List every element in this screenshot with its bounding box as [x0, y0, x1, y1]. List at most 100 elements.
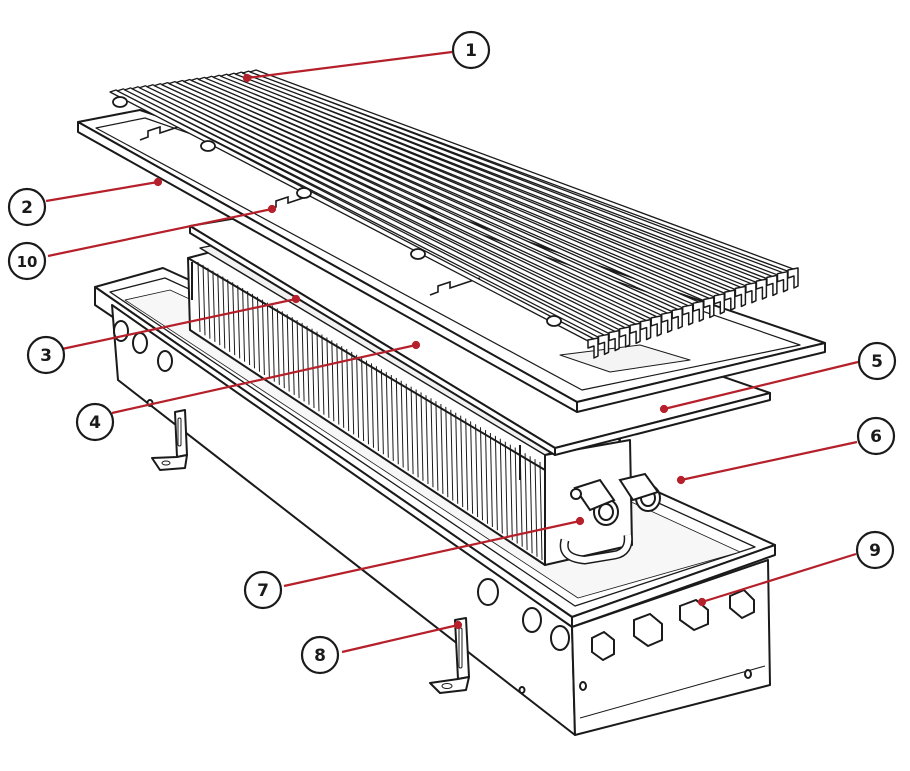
callout-1: 1	[451, 30, 491, 70]
fin-line	[465, 418, 469, 511]
callout-3-label: 3	[40, 346, 52, 366]
fin-line	[494, 435, 498, 531]
callout-2-label: 2	[21, 198, 33, 218]
fin-line	[420, 392, 424, 481]
fin-line	[341, 346, 345, 428]
callout-6: 6	[856, 416, 896, 456]
fin-line	[430, 398, 434, 488]
fin-line	[470, 421, 474, 514]
callout-3: 3	[26, 335, 66, 375]
fin-line	[499, 438, 503, 534]
fin-line	[534, 459, 538, 557]
fin-line	[400, 380, 404, 468]
fin-line	[291, 317, 295, 395]
pipe-connections	[559, 472, 661, 565]
fin-line	[415, 389, 419, 478]
heat-exchanger-fins	[197, 261, 543, 561]
fin-line	[460, 415, 464, 508]
fin-line	[301, 322, 305, 402]
fin-line	[227, 279, 231, 352]
fin-line	[514, 447, 518, 544]
callout-8: 8	[300, 635, 340, 675]
fin-line	[445, 406, 449, 498]
fin-line	[257, 296, 260, 372]
fin-line	[485, 430, 488, 524]
fin-line	[321, 334, 325, 415]
grille-slat-end	[787, 267, 799, 289]
fin-line	[435, 401, 439, 491]
fin-line	[509, 444, 513, 541]
fin-line	[222, 276, 226, 349]
mounting-bracket-right	[429, 617, 470, 694]
fin-line	[237, 285, 241, 359]
callout-7-label: 7	[257, 581, 269, 601]
fin-line	[316, 331, 320, 412]
callout-4-label: 4	[89, 413, 101, 433]
fin-line	[217, 273, 221, 346]
fin-line	[271, 305, 275, 382]
fin-line	[504, 441, 508, 537]
fin-line	[450, 409, 454, 501]
fin-line	[440, 403, 444, 494]
fin-line	[361, 357, 365, 442]
fin-line	[351, 351, 355, 435]
fin-line	[539, 461, 543, 561]
fin-line	[375, 366, 379, 452]
callout-10: 10	[7, 241, 47, 281]
fin-line	[405, 383, 409, 471]
fin-line	[247, 290, 251, 366]
fin-line	[385, 372, 389, 458]
leader-lines	[45, 50, 859, 654]
callout-4: 4	[75, 402, 115, 442]
fin-line	[425, 395, 429, 485]
fin-line	[331, 340, 335, 422]
fin-line	[489, 432, 493, 528]
callout-8-label: 8	[314, 646, 326, 666]
fin-line	[356, 354, 360, 438]
casing-knockout-holes	[113, 320, 755, 694]
fin-line	[346, 348, 350, 432]
fin-line	[410, 386, 414, 475]
fin-line	[529, 456, 533, 554]
fin-line	[480, 427, 483, 521]
fin-line	[261, 299, 265, 376]
grille-slat-end	[724, 289, 736, 311]
fin-line	[371, 363, 374, 448]
fin-line	[207, 267, 211, 339]
callout-5: 5	[857, 341, 897, 381]
callout-2: 2	[7, 187, 47, 227]
callout-6-label: 6	[870, 427, 882, 447]
fin-line	[202, 264, 206, 336]
fin-line	[475, 424, 479, 518]
fin-line	[380, 369, 384, 455]
callout-9: 9	[855, 530, 895, 570]
fin-line	[242, 288, 246, 362]
fin-line	[519, 450, 523, 547]
fin-line	[366, 360, 369, 445]
fin-line	[286, 314, 290, 392]
grille-spacer-tubes	[112, 96, 562, 327]
grille-slat-end	[776, 270, 789, 293]
callout-7: 7	[243, 570, 283, 610]
roll-grille	[109, 69, 799, 359]
fin-line	[212, 270, 216, 342]
callout-10-label: 10	[17, 253, 38, 271]
fin-line	[390, 374, 394, 461]
callout-9-label: 9	[869, 541, 881, 561]
callout-1-label: 1	[465, 41, 477, 61]
fin-line	[395, 377, 399, 465]
fin-line	[455, 412, 459, 504]
fin-line	[276, 308, 280, 385]
mounting-bracket-left	[151, 409, 188, 471]
fin-line	[336, 343, 340, 425]
fin-line	[266, 302, 270, 379]
fin-line	[306, 325, 310, 405]
grille-slat-end	[745, 281, 757, 304]
fin-line	[296, 319, 300, 399]
grille-slat-end	[755, 278, 768, 300]
callout-5-label: 5	[871, 352, 883, 372]
grille-slat-end	[734, 285, 747, 308]
fin-line	[252, 293, 255, 369]
fin-line	[232, 282, 236, 356]
